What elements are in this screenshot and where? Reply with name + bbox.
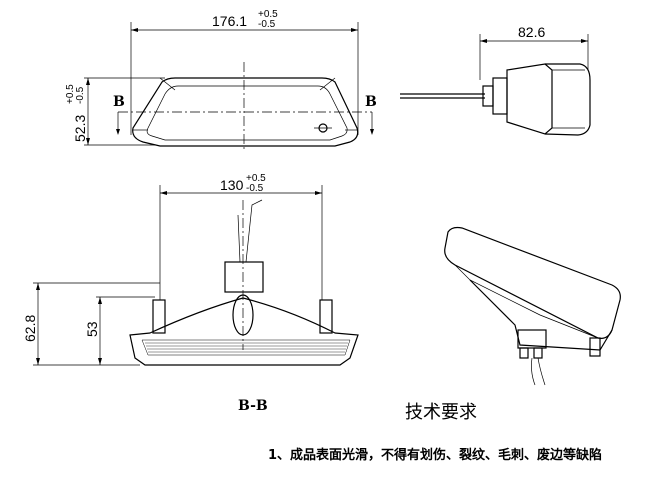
section-mark-left: B (113, 94, 125, 110)
tol-minus: -0.5 (258, 19, 276, 30)
width-dim-text: 176.1 (212, 13, 247, 29)
bulb-socket (224, 261, 264, 293)
tol-plus: +0.5 (246, 173, 266, 184)
side-view: 82.6 (400, 24, 591, 136)
section-view: 130 +0.5 -0.5 62.8 53 (22, 173, 359, 366)
tol-minus: -0.5 (246, 183, 264, 194)
tol-plus: +0.5 (258, 9, 278, 20)
height-dim-text: 52.3 (72, 115, 88, 142)
body-height-dim: 53 (84, 321, 100, 337)
section-width-dim: 130 (220, 177, 244, 193)
isometric-view (444, 226, 621, 386)
notes-title: 技术要求 (405, 402, 477, 423)
section-label: B-B (238, 398, 268, 414)
note-item: 1、成品表面光滑，不得有划伤、裂纹、毛刺、废边等缺陷 (268, 448, 603, 463)
tol-plus: +0.5 (65, 84, 76, 104)
top-view: 176.1 +0.5 -0.5 52.3 +0.5 -0.5 B B (65, 9, 377, 152)
total-height-dim: 62.8 (22, 315, 38, 342)
tol-minus: -0.5 (75, 86, 86, 104)
depth-dim-text: 82.6 (518, 24, 545, 40)
section-mark-right: B (365, 94, 377, 110)
